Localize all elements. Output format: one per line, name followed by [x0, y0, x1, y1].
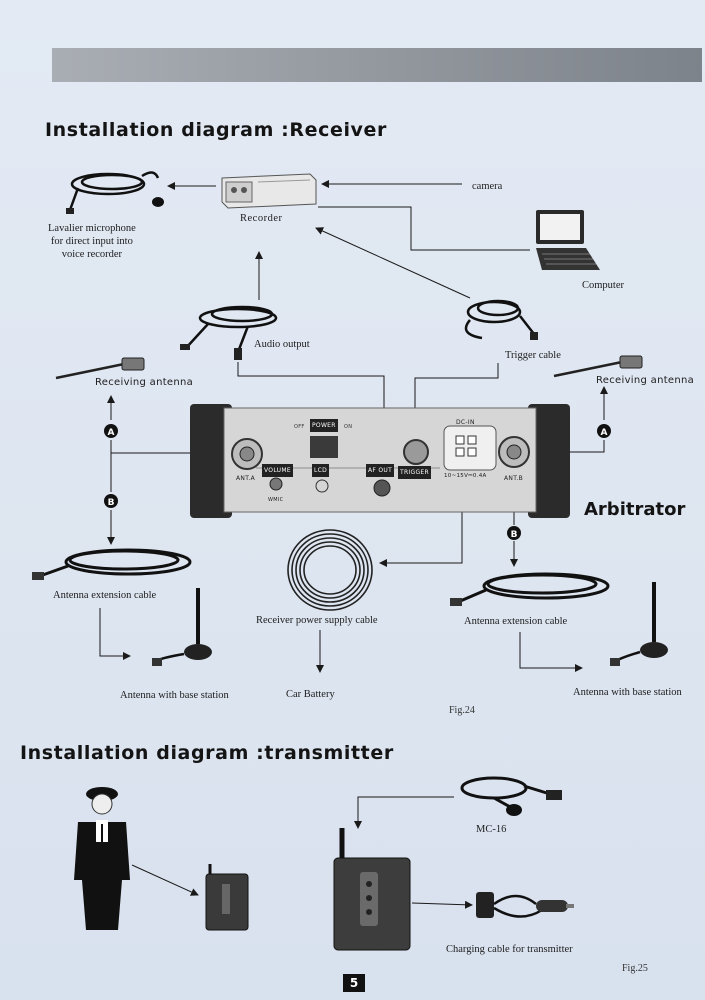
car-battery-label: Car Battery [286, 689, 335, 700]
panel-trigger-label: TRIGGER [398, 466, 431, 479]
charging-label: Charging cable for transmitter [446, 944, 573, 955]
panel-dcin-label: DC-IN [456, 419, 475, 426]
marker-b-left: B [104, 494, 118, 508]
line-computer-to-recorder [318, 206, 530, 251]
base-left-label: Antenna with base station [120, 690, 229, 701]
panel-volume-label: VOLUME [262, 464, 293, 477]
arrow-right-base [519, 632, 583, 672]
line-charger [411, 900, 473, 909]
marker-a-left: A [104, 424, 118, 438]
fig24-label: Fig.24 [449, 705, 475, 716]
panel-afout-label: AF OUT [366, 464, 395, 477]
panel-anta-label: ANT.A [236, 475, 256, 482]
base-right-label: Antenna with base station [573, 687, 682, 698]
panel-lcd-label: LCD [312, 464, 330, 477]
receiving-antenna-left-label: Receiving antenna [95, 377, 194, 388]
panel-antb-label: ANT.B [504, 475, 524, 482]
lavalier-mic-icon [66, 171, 164, 214]
audio-output-cable-icon [180, 305, 278, 360]
arrow-left-base [99, 608, 131, 660]
marker-a-right: A [597, 424, 611, 438]
panel-off-label: OFF [294, 424, 305, 430]
panel-power-label: POWER [310, 419, 338, 432]
marker-b-right: B [507, 526, 521, 540]
arrow-trigger-to-recorder [315, 227, 471, 299]
receiving-antenna-right-label: Receiving antenna [596, 375, 695, 386]
receiving-antenna-right-icon [553, 355, 643, 378]
recorder-device [221, 173, 317, 209]
transmitter-heading: Installation diagram :transmitter [20, 742, 394, 764]
power-supply-cable-icon [287, 529, 373, 611]
page-number: 5 [343, 974, 365, 992]
svg-text:B: B [511, 530, 518, 540]
header-banner [52, 48, 702, 82]
svg-text:A: A [601, 428, 608, 438]
mc16-label: MC-16 [476, 824, 507, 835]
line-trigger-to-port [414, 363, 499, 428]
arbitrator-label: Arbitrator [584, 499, 686, 520]
transmitter-large-icon [333, 828, 411, 951]
charging-cable-icon [476, 892, 574, 918]
camera-label: camera [472, 181, 503, 192]
svg-text:B: B [108, 498, 115, 508]
receiving-antenna-left-icon [55, 357, 145, 380]
trigger-cable-label: Trigger cable [505, 350, 561, 361]
arrow-person-to-transmitter [131, 864, 199, 896]
trigger-cable-icon [464, 299, 538, 340]
recorder-label: Recorder [240, 213, 283, 224]
audio-output-label: Audio output [254, 339, 310, 350]
mc16-mic-icon [460, 776, 562, 816]
ext-cable-left-label: Antenna extension cable [53, 590, 157, 601]
panel-wmic-label: WMIC [268, 497, 284, 503]
antenna-extension-cable-left-icon [32, 548, 192, 580]
antenna-extension-cable-right-icon [450, 572, 610, 606]
power-cable-label: Receiver power supply cable [256, 615, 378, 626]
person-figure-icon [74, 787, 130, 930]
computer-label: Computer [582, 280, 624, 291]
panel-on-label: ON [344, 424, 353, 430]
transmitter-small-icon [205, 864, 249, 931]
svg-text:A: A [108, 428, 115, 438]
lavalier-label: Lavalier microphone for direct input int… [48, 223, 136, 260]
antenna-base-right-icon [610, 582, 668, 666]
antenna-base-left-icon [152, 588, 212, 666]
arbitrator-panel: OFF POWER ON VOLUME WMIC LCD AF OUT TRIG… [190, 402, 570, 520]
ext-cable-right-label: Antenna extension cable [464, 616, 568, 627]
arrow-mic-to-transmitter [354, 796, 454, 829]
panel-dcspec-label: 10~15V⎓0.4A [444, 473, 487, 479]
receiver-heading: Installation diagram :Receiver [45, 119, 388, 141]
fig25-label: Fig.25 [622, 963, 648, 974]
computer-icon [536, 210, 600, 270]
